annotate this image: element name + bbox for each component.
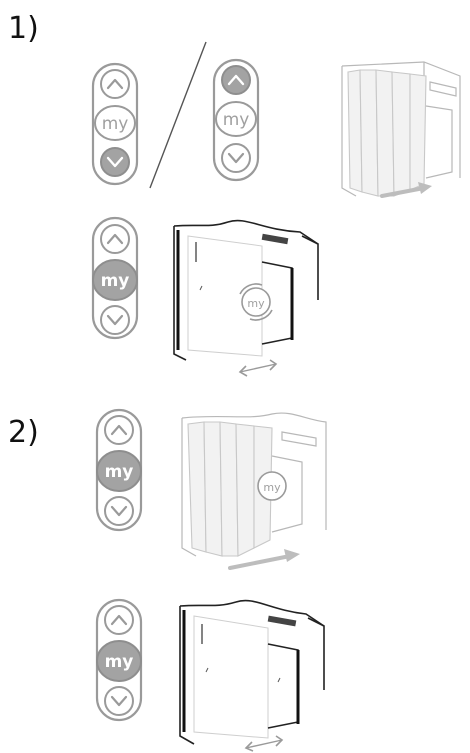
step-2-label: 2) (8, 415, 39, 450)
chevron-up-icon (110, 614, 128, 626)
chevron-up-icon (106, 78, 124, 90)
chevron-down-icon (227, 152, 245, 164)
down-button (100, 305, 130, 335)
my-button-pressed (96, 450, 142, 492)
curtain-closing-illustration (341, 61, 461, 198)
down-button (221, 143, 251, 173)
my-position-icon (241, 287, 271, 317)
my-button-label: my (105, 652, 134, 672)
down-button (104, 496, 134, 526)
or-separator-slash (149, 41, 207, 189)
my-button-label: my (223, 110, 250, 130)
chevron-down-icon (110, 695, 128, 707)
remote-down-pressed: my (91, 62, 139, 186)
my-button-label: my (102, 114, 129, 134)
my-position-icon (257, 471, 287, 501)
curtain-at-my-position-illustration (179, 599, 325, 752)
my-position-icon-label: my (247, 297, 265, 310)
my-button-label: my (101, 271, 130, 291)
my-position-icon-label: my (263, 481, 281, 494)
my-button-pressed (92, 259, 138, 301)
down-button (104, 686, 134, 716)
remote-my-pressed-step2: my (95, 408, 143, 532)
my-button-label: my (105, 462, 134, 482)
my-button-pressed (96, 640, 142, 682)
my-button (215, 101, 257, 137)
up-button (104, 415, 134, 445)
chevron-up-icon (106, 233, 124, 245)
curtain-moving-to-my-illustration: my (181, 412, 327, 570)
down-button-pressed (100, 147, 130, 177)
up-button (100, 69, 130, 99)
up-button (104, 605, 134, 635)
remote-my-pressed: my (91, 216, 139, 340)
chevron-up-icon (227, 74, 245, 86)
chevron-down-icon (106, 156, 124, 168)
up-button (100, 224, 130, 254)
chevron-up-icon (110, 424, 128, 436)
step-1-label: 1) (8, 11, 39, 46)
chevron-down-icon (110, 505, 128, 517)
remote-up-pressed: my (212, 58, 260, 182)
curtain-my-position-illustration: my (173, 219, 319, 377)
chevron-down-icon (106, 314, 124, 326)
my-button (94, 105, 136, 141)
remote-my-pressed-step2b: my (95, 598, 143, 722)
up-button-pressed (221, 65, 251, 95)
